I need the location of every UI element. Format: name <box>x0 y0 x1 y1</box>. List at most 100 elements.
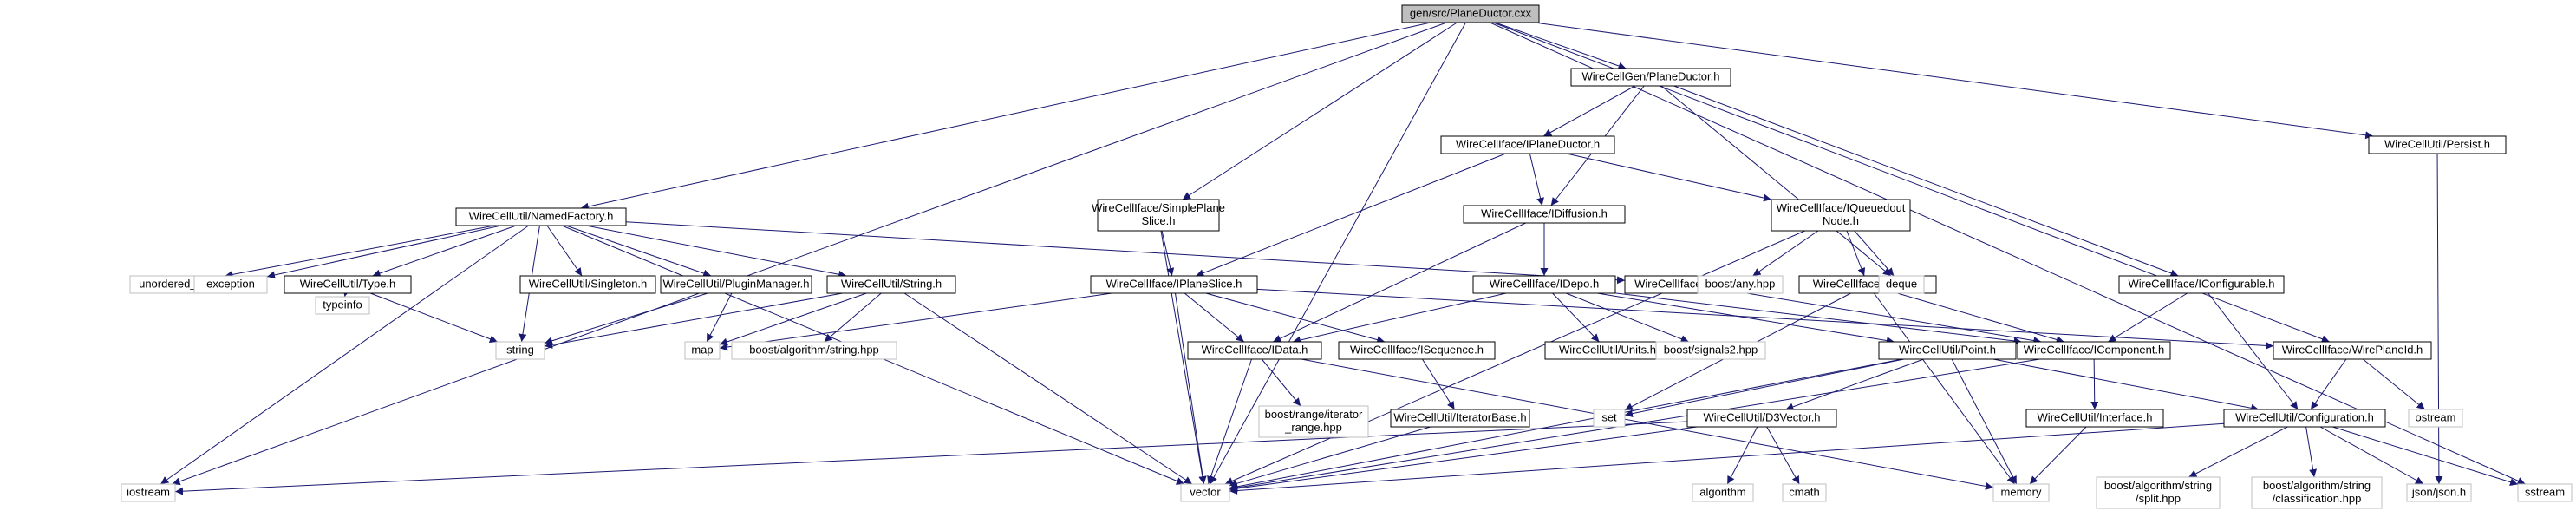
node-pm[interactable]: WireCellUtil/PluginManager.h <box>660 275 812 294</box>
node-box-cmath <box>1782 483 1827 502</box>
edge-wpid-to-cfg <box>2310 358 2347 410</box>
node-cmath: cmath <box>1782 483 1827 502</box>
node-label-iconf: WireCellIface/IConfigurable.h <box>2128 278 2274 291</box>
node-iostream: iostream <box>121 483 176 502</box>
edge-iseq-to-itb <box>1421 358 1456 410</box>
edge-root-to-persist <box>1534 22 2374 140</box>
node-ipd[interactable]: WireCellIface/IPlaneDuctor.h <box>1440 135 1615 154</box>
edge-inode-to-memory <box>1873 292 2016 485</box>
node-label-pm: WireCellUtil/PluginManager.h <box>662 278 809 291</box>
node-box-memory <box>1992 483 2050 502</box>
edge-root-to-nf <box>580 22 1431 211</box>
node-icomp[interactable]: WireCellIface/IComponent.h <box>2017 341 2171 360</box>
edge-point-to-memory <box>1951 358 2018 485</box>
node-point[interactable]: WireCellUtil/Point.h <box>1878 341 2017 360</box>
edge-iqn-to-deque <box>1854 230 1895 277</box>
edge-point-to-d3v <box>1785 358 1924 411</box>
node-wpid[interactable]: WireCellIface/WirePlaneId.h <box>2273 341 2432 360</box>
node-label-memory: memory <box>2001 486 2042 499</box>
edge-str-to-bstr <box>824 292 882 343</box>
node-deque: deque <box>1878 275 1925 294</box>
edge-cfg-to-sstream <box>2332 426 2519 487</box>
node-nf[interactable]: WireCellUtil/NamedFactory.h <box>455 207 627 226</box>
edge-itb-to-vector <box>1229 426 1431 488</box>
node-box-iostream <box>121 483 176 502</box>
node-type[interactable]: WireCellUtil/Type.h <box>284 275 412 294</box>
edge-point-to-vector <box>1229 358 1902 491</box>
edge-idepo-to-sig2 <box>1566 292 1689 343</box>
node-iseq[interactable]: WireCellIface/ISequence.h <box>1338 341 1496 360</box>
node-ips[interactable]: WireCellIface/IPlaneSlice.h <box>1090 275 1258 294</box>
node-box-ipd <box>1440 135 1615 154</box>
node-label-bclass: /classification.hpp <box>2273 492 2362 505</box>
node-box-d3v <box>1686 409 1837 428</box>
node-label-persist: WireCellUtil/Persist.h <box>2384 138 2490 151</box>
node-label-iseq: WireCellIface/ISequence.h <box>1350 344 1484 357</box>
node-label-anyhpp: boost/any.hpp <box>1705 278 1776 291</box>
node-label-itb: WireCellUtil/IteratorBase.h <box>1393 411 1526 424</box>
node-box-string <box>495 341 545 360</box>
node-box-sig2 <box>1655 341 1766 360</box>
edge-pm-to-map <box>706 292 733 343</box>
node-label-idiff: WireCellIface/IDiffusion.h <box>1481 207 1608 220</box>
node-box-persist <box>2368 135 2507 154</box>
edge-point-to-cfg <box>1992 358 2260 412</box>
node-box-sstream <box>2517 483 2573 502</box>
node-box-anyhpp <box>1697 275 1784 294</box>
node-units[interactable]: WireCellUtil/Units.h <box>1544 341 1671 360</box>
node-idata[interactable]: WireCellIface/IData.h <box>1187 341 1322 360</box>
node-label-string: string <box>506 344 534 357</box>
node-layer: gen/src/PlaneDuctor.cxxWireCellGen/Plane… <box>121 4 2573 509</box>
node-memory: memory <box>1992 483 2050 502</box>
node-label-iostream: iostream <box>127 486 170 499</box>
node-box-cfg <box>2223 409 2386 428</box>
node-box-bsplit <box>2096 476 2221 509</box>
node-d3v[interactable]: WireCellUtil/D3Vector.h <box>1686 409 1837 428</box>
node-box-ostream <box>2408 409 2463 428</box>
node-json: json/json.h <box>2406 483 2472 502</box>
edge-persist-to-json <box>2435 153 2443 485</box>
edge-str-to-string <box>544 292 843 349</box>
node-itb[interactable]: WireCellUtil/IteratorBase.h <box>1390 409 1530 428</box>
node-box-exc <box>193 275 268 294</box>
node-single[interactable]: WireCellUtil/Singleton.h <box>519 275 656 294</box>
node-label-typeinfo: typeinfo <box>323 298 362 311</box>
node-box-pdh <box>1570 68 1731 87</box>
node-box-iqn <box>1771 199 1911 232</box>
node-box-iseq <box>1338 341 1496 360</box>
node-box-map <box>684 341 721 360</box>
node-root[interactable]: gen/src/PlaneDuctor.cxx <box>1401 4 1540 23</box>
node-idiff[interactable]: WireCellIface/IDiffusion.h <box>1463 205 1626 224</box>
node-str[interactable]: WireCellUtil/String.h <box>826 275 956 294</box>
node-box-wpid <box>2273 341 2432 360</box>
node-label-bclass: boost/algorithm/string <box>2263 479 2371 492</box>
node-iconf[interactable]: WireCellIface/IConfigurable.h <box>2118 275 2285 294</box>
node-label-ipd: WireCellIface/IPlaneDuctor.h <box>1456 138 1600 151</box>
node-persist[interactable]: WireCellUtil/Persist.h <box>2368 135 2507 154</box>
node-iface[interactable]: WireCellUtil/Interface.h <box>2025 409 2164 428</box>
node-label-idata: WireCellIface/IData.h <box>1202 344 1308 357</box>
edge-root-to-pdh <box>1495 22 1627 70</box>
node-label-ostream: ostream <box>2416 411 2456 424</box>
node-box-idata <box>1187 341 1322 360</box>
node-label-cfg: WireCellUtil/Configuration.h <box>2235 411 2374 424</box>
edge-ips-to-idata <box>1184 292 1245 343</box>
edge-cfg-to-json <box>2319 426 2424 485</box>
edge-nf-to-type <box>372 225 517 278</box>
edge-root-to-sps <box>1182 22 1458 200</box>
node-box-algo <box>1692 483 1754 502</box>
node-box-single <box>519 275 656 294</box>
node-sstream: sstream <box>2517 483 2573 502</box>
node-vector: vector <box>1180 483 1230 502</box>
edge-nf-to-ifac <box>625 221 1626 285</box>
node-box-deque <box>1878 275 1925 294</box>
node-pdh[interactable]: WireCellGen/PlaneDuctor.h <box>1570 68 1731 87</box>
edge-nf-to-pm <box>565 225 712 278</box>
edge-cfg-to-bsplit <box>2188 426 2288 478</box>
node-bstr: boost/algorithm/string.hpp <box>731 341 897 360</box>
node-idepo[interactable]: WireCellIface/IDepo.h <box>1472 275 1616 294</box>
node-cfg[interactable]: WireCellUtil/Configuration.h <box>2223 409 2386 428</box>
node-bsplit: boost/algorithm/string/split.hpp <box>2096 476 2221 509</box>
